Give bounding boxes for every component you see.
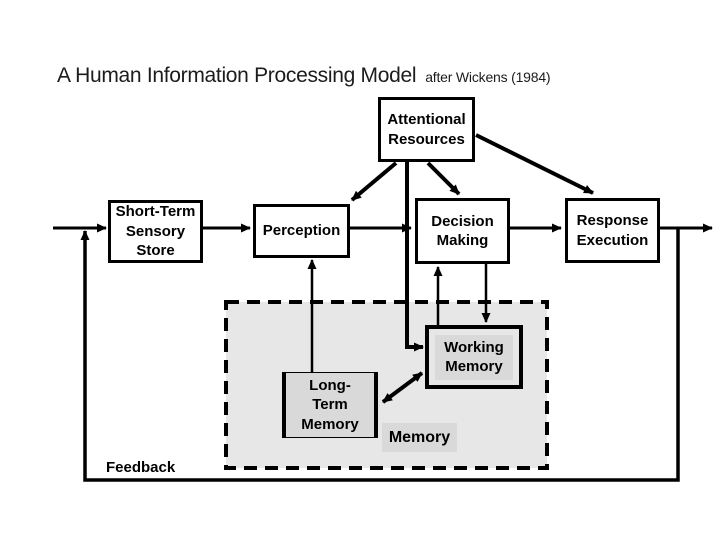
box-attentional-resources: Attentional Resources — [378, 97, 475, 162]
box-response-execution: Response Execution — [565, 198, 660, 263]
arrow-attention-to-response — [475, 133, 594, 195]
box-working-memory: Working Memory — [425, 325, 523, 389]
working-memory-label: Working Memory — [435, 334, 513, 380]
box-perception: Perception — [253, 204, 350, 258]
feedback-label: Feedback — [106, 459, 176, 476]
arrow-attention-to-decision — [426, 161, 461, 196]
box-long-term-memory: Long-Term Memory — [282, 372, 378, 438]
page-title: A Human Information Processing Model aft… — [57, 64, 551, 88]
title-attribution: after Wickens (1984) — [425, 69, 551, 85]
title-text: A Human Information Processing Model — [57, 64, 417, 87]
arrow-longterm-working-bidirectional — [381, 371, 424, 404]
arrow-attention-to-perception — [350, 161, 398, 202]
memory-system-label: Memory — [382, 423, 457, 452]
box-decision-making: Decision Making — [415, 198, 510, 264]
arrow-attention-to-working-memory — [405, 162, 424, 352]
box-short-term-sensory-store: Short-Term Sensory Store — [108, 200, 203, 263]
long-term-memory-label: Long-Term Memory — [286, 372, 374, 438]
arrow-feedback-loop — [80, 229, 680, 482]
